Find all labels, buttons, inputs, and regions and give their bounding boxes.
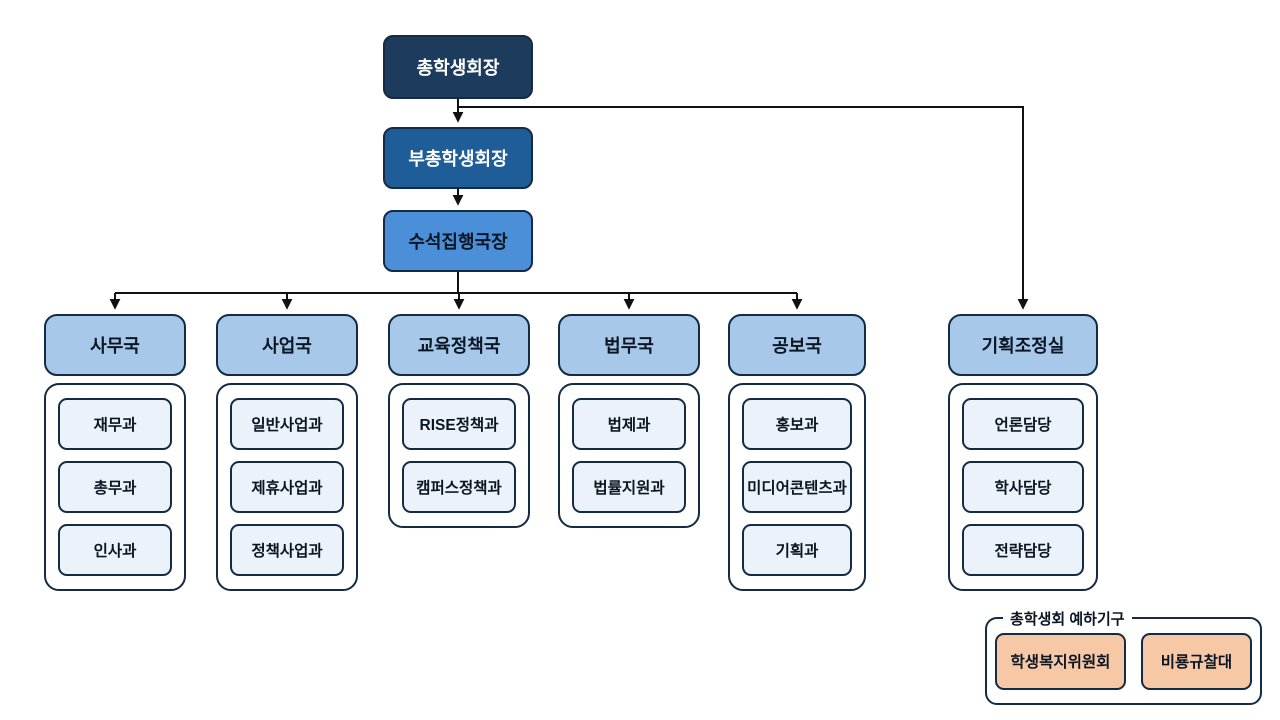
dept-item: 법률지원과: [572, 461, 686, 513]
dept-container: 법제과 법률지원과: [558, 383, 700, 528]
dept-header: 사무국: [44, 314, 186, 376]
dept-header: 기획조정실: [948, 314, 1098, 376]
dept-item: 정책사업과: [230, 524, 344, 576]
dept-item: 법제과: [572, 398, 686, 450]
dept-container: RISE정책과 캠퍼스정책과: [388, 383, 530, 528]
dept-item: 인사과: [58, 524, 172, 576]
dept-header: 공보국: [728, 314, 866, 376]
dept-header: 교육정책국: [388, 314, 530, 376]
dept-item: RISE정책과: [402, 398, 516, 450]
dept-item: 미디어콘텐츠과: [742, 461, 852, 513]
dept-header: 법무국: [558, 314, 700, 376]
affiliated-item: 학생복지위원회: [995, 632, 1126, 690]
dept-container: 일반사업과 제휴사업과 정책사업과: [216, 383, 358, 591]
dept-item: 홍보과: [742, 398, 852, 450]
node-chief-executive-director: 수석집행국장: [383, 210, 533, 272]
dept-column-saupguk: 사업국 일반사업과 제휴사업과 정책사업과: [216, 314, 358, 591]
dept-column-planning-coordination: 기획조정실 언론담당 학사담당 전략담당: [948, 314, 1098, 591]
dept-column-samuguk: 사무국 재무과 총무과 인사과: [44, 314, 186, 591]
dept-header: 사업국: [216, 314, 358, 376]
dept-item: 기획과: [742, 524, 852, 576]
node-president: 총학생회장: [383, 35, 533, 99]
affiliated-items: 학생복지위원회 비룡규찰대: [987, 619, 1260, 703]
dept-column-public-relations: 공보국 홍보과 미디어콘텐츠과 기획과: [728, 314, 866, 591]
dept-column-education-policy: 교육정책국 RISE정책과 캠퍼스정책과: [388, 314, 530, 528]
dept-item: 캠퍼스정책과: [402, 461, 516, 513]
dept-item: 재무과: [58, 398, 172, 450]
dept-item: 전략담당: [962, 524, 1084, 576]
edge-president-to-planning-office: [458, 106, 1029, 310]
dept-item: 제휴사업과: [230, 461, 344, 513]
dept-item: 학사담당: [962, 461, 1084, 513]
dept-container: 언론담당 학사담당 전략담당: [948, 383, 1098, 591]
dept-column-legal: 법무국 법제과 법률지원과: [558, 314, 700, 528]
affiliated-item: 비룡규찰대: [1140, 632, 1252, 690]
dept-item: 언론담당: [962, 398, 1084, 450]
affiliated-group-label: 총학생회 예하기구: [1003, 608, 1132, 629]
affiliated-group: 총학생회 예하기구 학생복지위원회 비룡규찰대: [985, 608, 1262, 705]
node-vice-president: 부총학생회장: [383, 127, 533, 189]
dept-item: 일반사업과: [230, 398, 344, 450]
dept-container: 재무과 총무과 인사과: [44, 383, 186, 591]
dept-item: 총무과: [58, 461, 172, 513]
dept-container: 홍보과 미디어콘텐츠과 기획과: [728, 383, 866, 591]
